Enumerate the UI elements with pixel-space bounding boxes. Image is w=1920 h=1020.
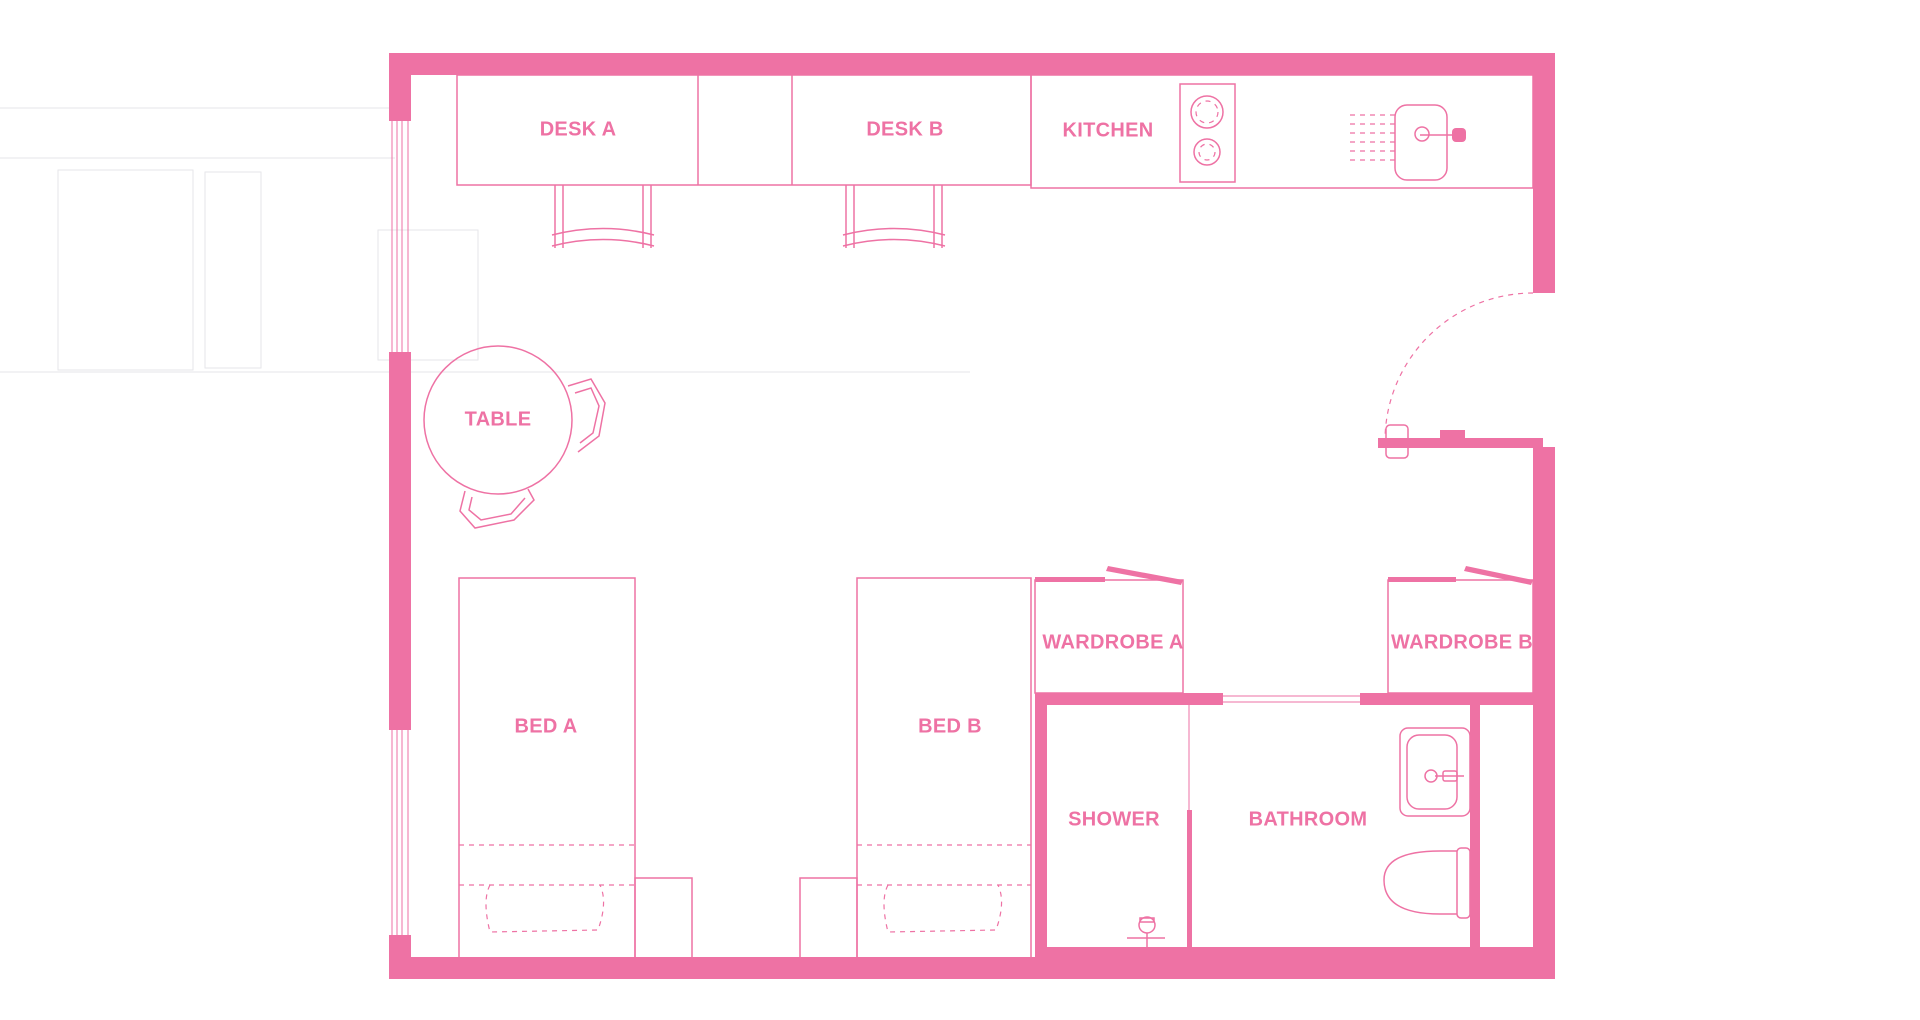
wardrobe-b-label: WARDROBE B (1391, 631, 1533, 653)
shower-label: SHOWER (1068, 808, 1160, 830)
wall-right-lower (1533, 447, 1555, 979)
kitchen-sink-icon (1394, 104, 1466, 181)
bed-b (856, 577, 1032, 959)
table-chair-right (567, 378, 606, 453)
nightstand-a (634, 877, 693, 959)
wall-top (389, 53, 1555, 75)
round-table (423, 345, 573, 495)
desk-chair-a (551, 185, 655, 248)
bed-a (458, 577, 636, 959)
desk-chair-b (842, 185, 946, 248)
wall-left-lower (389, 935, 411, 979)
toilet-icon (1383, 847, 1471, 919)
exterior-walls (389, 53, 1555, 979)
kitchen-counter (1030, 74, 1534, 189)
wardrobe-a (1034, 566, 1184, 694)
wardrobe-b (1387, 566, 1534, 694)
table-label: TABLE (465, 408, 532, 430)
bathroom-walls (1035, 693, 1555, 979)
wardrobe-a-label: WARDROBE A (1042, 631, 1183, 653)
entrance-door (1378, 292, 1543, 459)
ghost-artifacts (0, 107, 970, 373)
window-upper (391, 121, 409, 352)
wall-left-middle (389, 352, 411, 730)
window-lower (391, 730, 409, 935)
drainer-icon (1350, 114, 1395, 161)
bathroom-sink-icon (1399, 727, 1471, 817)
cooktop-icon (1179, 83, 1236, 183)
bathroom-label: BATHROOM (1249, 808, 1368, 830)
bed-b-label: BED B (918, 715, 982, 737)
wall-right-upper (1533, 53, 1555, 293)
desk-a-label: DESK A (540, 118, 617, 140)
wall-left-upper (389, 53, 411, 121)
desk-b-label: DESK B (866, 118, 943, 140)
bed-a-label: BED A (515, 715, 578, 737)
kitchen-label: KITCHEN (1063, 119, 1154, 141)
nightstand-b (799, 877, 858, 959)
shower-mixer-icon (1127, 916, 1165, 950)
table-chair-bottom (459, 488, 535, 529)
